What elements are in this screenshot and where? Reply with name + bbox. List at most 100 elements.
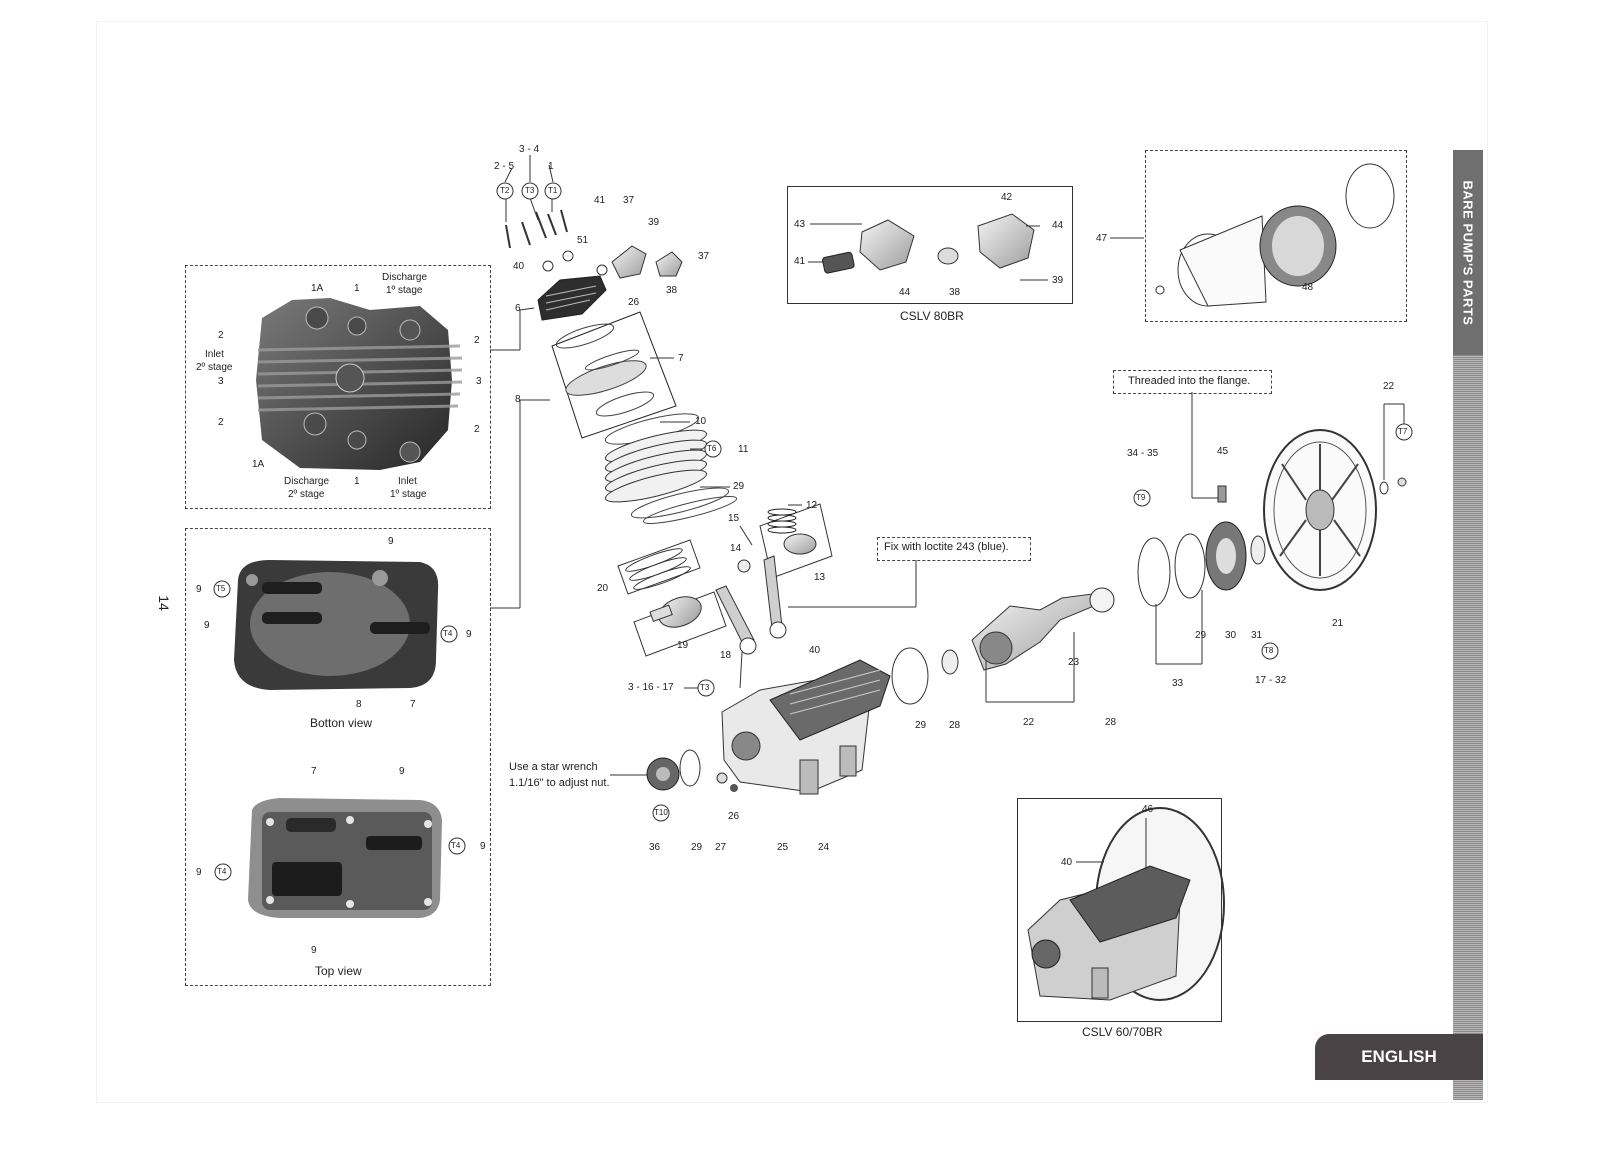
callout-33: 33 — [1172, 678, 1184, 689]
callout-30: 30 — [1225, 630, 1237, 641]
bv-t5: T5 — [216, 584, 226, 593]
cslv80-caption: CSLV 80BR — [900, 309, 964, 323]
loctite-note: Fix with loctite 243 (blue). — [884, 541, 1009, 553]
language-tab: ENGLISH — [1315, 1034, 1483, 1080]
callout-2-right-bot: 2 — [474, 424, 480, 435]
callout-27: 27 — [715, 842, 727, 853]
inlet-1-label: Inlet — [398, 476, 417, 487]
callout-14: 14 — [730, 543, 742, 554]
head-bolts — [505, 209, 568, 249]
callout-48: 48 — [1302, 282, 1314, 293]
callout-2-left-top: 2 — [218, 330, 224, 341]
crankshaft — [971, 587, 1115, 671]
tv-9-top: 9 — [399, 766, 405, 777]
callout-39-box: 39 — [1052, 275, 1064, 286]
callout-12: 12 — [806, 500, 818, 511]
callout-40-case: 40 — [809, 645, 821, 656]
callout-41: 41 — [594, 195, 606, 206]
bv-8: 8 — [356, 699, 362, 710]
cylinder-and-gaskets — [604, 413, 738, 524]
callout-6: 6 — [515, 303, 521, 314]
callout-15: 15 — [728, 513, 740, 524]
leader-lines — [490, 155, 1405, 870]
callout-29-flange: 29 — [1195, 630, 1207, 641]
front-cover-parts — [646, 647, 959, 792]
callout-26-front: 26 — [728, 811, 740, 822]
callout-17-32: 17 - 32 — [1255, 675, 1287, 686]
connecting-rods — [715, 555, 787, 655]
marker-t1: T1 — [548, 186, 558, 195]
tv-t4-right: T4 — [451, 841, 461, 850]
callout-1: 1 — [548, 161, 554, 172]
tv-9-right: 9 — [480, 841, 486, 852]
cylinder-head-photo — [256, 298, 463, 470]
crankcase — [721, 659, 891, 795]
callout-37-right: 37 — [698, 251, 710, 262]
callout-29-cyl: 29 — [733, 481, 745, 492]
marker-t8: T8 — [1264, 646, 1274, 655]
discharge-1-label: Discharge — [382, 272, 428, 283]
callout-18: 18 — [720, 650, 732, 661]
callout-1a-bot: 1A — [252, 459, 265, 470]
marker-t3: T3 — [525, 186, 535, 195]
callout-45: 45 — [1217, 446, 1229, 457]
bottom-view-caption: Botton view — [310, 716, 373, 730]
page-number: 14 — [155, 595, 172, 611]
bv-t4: T4 — [443, 629, 453, 638]
callout-22-pulley: 22 — [1383, 381, 1395, 392]
callout-3-4: 3 - 4 — [519, 144, 540, 155]
threaded-note: Threaded into the flange. — [1128, 375, 1251, 387]
cylinder-head-drawing — [537, 250, 608, 321]
valve-plate-bottom-photo — [234, 560, 439, 690]
callout-51: 51 — [577, 235, 589, 246]
tv-7: 7 — [311, 766, 317, 777]
air-filter-box — [1145, 150, 1407, 322]
star-wrench-note-1: Use a star wrench — [509, 761, 598, 773]
cslv80-box — [787, 186, 1073, 304]
callout-34-35: 34 - 35 — [1127, 448, 1159, 459]
bv-9-right: 9 — [466, 629, 472, 640]
bv-9-top: 9 — [388, 536, 394, 547]
callout-19: 19 — [677, 640, 689, 651]
callout-23: 23 — [1068, 657, 1080, 668]
bv-7: 7 — [410, 699, 416, 710]
stage-2-label: 2º stage — [288, 489, 325, 500]
callout-28-left: 28 — [949, 720, 961, 731]
callout-10: 10 — [695, 416, 707, 427]
top-view-caption: Top view — [315, 964, 362, 978]
bv-9-t5: 9 — [196, 584, 202, 595]
marker-t2: T2 — [500, 186, 510, 195]
callout-2-right-top: 2 — [474, 335, 480, 346]
cylinder-head-box — [185, 265, 491, 509]
bearing-flange — [1137, 485, 1266, 607]
cslv6070-assembled — [1027, 807, 1225, 1001]
marker-t6: T6 — [707, 444, 717, 453]
stage-2-in-label: 2º stage — [196, 362, 233, 373]
callout-7: 7 — [678, 353, 684, 364]
callout-44-right: 44 — [1052, 220, 1064, 231]
side-title: BARE PUMP'S PARTS — [1460, 180, 1476, 325]
valve-plate-top-photo — [248, 798, 442, 918]
callout-1-top: 1 — [354, 283, 360, 294]
callout-44-left: 44 — [899, 287, 911, 298]
callout-2-5: 2 - 5 — [494, 161, 515, 172]
callout-29-front: 29 — [691, 842, 703, 853]
callout-3-right: 3 — [476, 376, 482, 387]
callout-41-box: 41 — [794, 256, 806, 267]
callout-20: 20 — [597, 583, 609, 594]
callout-39: 39 — [648, 217, 660, 228]
cslv80-fittings — [822, 213, 1035, 274]
callout-40-head: 40 — [513, 261, 525, 272]
tv-t4-left: T4 — [217, 867, 227, 876]
callout-40-assembled: 40 — [1061, 857, 1073, 868]
callout-3-16-17: 3 - 16 - 17 — [628, 682, 674, 693]
callout-28-right: 28 — [1105, 717, 1117, 728]
flywheel-pulley — [1263, 429, 1407, 591]
callout-26-head: 26 — [628, 297, 640, 308]
marker-t10: T10 — [654, 808, 668, 817]
torque-markers — [213, 182, 1413, 881]
callout-29-oring: 29 — [915, 720, 927, 731]
valve-plate-assembly — [551, 311, 677, 439]
